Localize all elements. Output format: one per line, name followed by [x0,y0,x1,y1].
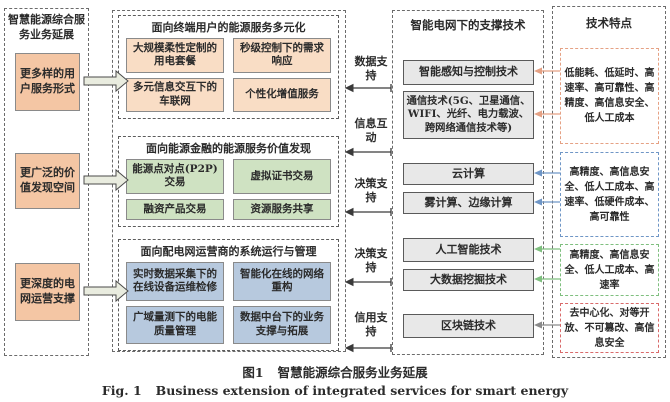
service-box: 能源点对点(P2P)交易 [126,159,224,194]
service-box: 融资产品交易 [126,198,224,220]
interaction-arrow-decision-support-2 [344,277,392,287]
caption-fig-zh: 图1 [242,365,264,380]
group-dso-operation: 面向配电网运营商的系统运行与管理 实时数据采集下的在线设备运维检修 智能化在线的… [118,239,339,351]
group-grid: 能源点对点(P2P)交易 虚拟证书交易 融资产品交易 资源服务共享 [119,157,338,226]
caption-zh: 图1 智慧能源综合服务业务延展 [0,362,670,381]
tech-box-big-data-mining: 大数据挖掘技术 [403,269,534,291]
interaction-label-decision-support: 决策支持 [354,177,388,205]
service-box: 秒级控制下的需求响应 [233,38,331,73]
feature-box-computing: 高精度、高信息安全、低人工成本、高速率、低硬件成本、高可靠性 [560,152,659,237]
service-box: 多元信息交互下的车联网 [126,77,224,112]
interaction-label-credit-support: 信用支持 [354,311,388,339]
tech-box-ai: 人工智能技术 [403,238,534,262]
service-box: 实时数据采集下的在线设备运维检修 [126,262,224,301]
service-box: 数据中台下的业务支撑与拓展 [233,305,331,344]
group-grid: 实时数据采集下的在线设备运维检修 智能化在线的网络重构 广域量测下的电能质量管理… [119,260,338,350]
service-box: 智能化在线的网络重构 [233,262,331,301]
left-box-grid-operation: 更深度的电网运营支撑 [15,263,80,321]
left-panel-title: 智慧能源综合服务业务延展 [8,13,85,41]
left-box-user-service: 更多样的用户服务形式 [15,53,80,111]
tech-box-fog-edge-computing: 雾计算、边缘计算 [403,192,534,214]
service-box: 资源服务共享 [233,198,331,220]
service-box: 大规模柔性定制的用电套餐 [126,38,224,73]
interaction-label-info-exchange: 信息互动 [354,117,388,145]
interaction-label-decision-support-2: 决策支持 [354,247,388,275]
features-panel: 技术特点 低能耗、低延时、高速率、高可靠性、高精度、高信息安全、低人工成本 高精… [552,6,666,358]
service-box: 个性化增值服务 [233,77,331,112]
group-grid: 大规模柔性定制的用电套餐 秒级控制下的需求响应 多元信息交互下的车联网 个性化增… [119,36,338,118]
support-tech-panel: 智能电网下的支撑技术 智能感知与控制技术 通信技术(5G、卫星通信、WIFI、光… [392,10,544,355]
tech-box-sensing-control: 智能感知与控制技术 [403,60,534,85]
service-box: 虚拟证书交易 [233,159,331,194]
tech-box-communication: 通信技术(5G、卫星通信、WIFI、光纤、电力载波、跨网络通信技术等) [403,91,534,139]
group-title: 面向能源金融的能源服务价值发现 [146,142,311,155]
group-end-user-services: 面向终端用户的能源服务多元化 大规模柔性定制的用电套餐 秒级控制下的需求响应 多… [118,15,339,119]
services-panel: 面向终端用户的能源服务多元化 大规模柔性定制的用电套餐 秒级控制下的需求响应 多… [112,10,346,352]
features-panel-title: 技术特点 [586,16,632,30]
caption-en: Fig. 1 Business extension of integrated s… [0,383,670,398]
feature-box-ai-bigdata: 高精度、高信息安全、低人工成本、高速率 [560,244,659,296]
interaction-arrow-data-support [344,83,392,93]
interaction-arrow-decision-support [344,207,392,217]
feature-box-communication: 低能耗、低延时、高速率、高可靠性、高精度、高信息安全、低人工成本 [560,48,659,144]
group-title: 面向终端用户的能源服务多元化 [151,21,306,34]
left-box-value-discovery: 更广泛的价值发现空间 [15,153,80,209]
interaction-arrow-info-exchange [344,147,392,157]
interaction-arrow-credit-support [344,343,392,353]
feature-box-blockchain: 去中心化、对等开放、不可篡改、高信息安全 [560,303,659,353]
interaction-label-data-support: 数据支持 [354,55,388,83]
tech-box-blockchain: 区块链技术 [403,314,534,338]
support-panel-title: 智能电网下的支撑技术 [410,18,526,32]
service-box: 广域量测下的电能质量管理 [126,305,224,344]
caption-title-en: Business extension of integrated service… [155,383,569,398]
group-title: 面向配电网运营商的系统运行与管理 [140,245,317,258]
left-panel: 智慧能源综合服务业务延展 更多样的用户服务形式 更广泛的价值发现空间 更深度的电… [4,8,89,356]
tech-box-cloud-computing: 云计算 [403,163,534,185]
caption-title-zh: 智慧能源综合服务业务延展 [277,365,428,380]
figure-caption: 图1 智慧能源综合服务业务延展 Fig. 1 Business extension … [0,362,670,398]
caption-fig-en: Fig. 1 [101,383,142,398]
group-energy-finance: 面向能源金融的能源服务价值发现 能源点对点(P2P)交易 虚拟证书交易 融资产品… [118,136,339,227]
